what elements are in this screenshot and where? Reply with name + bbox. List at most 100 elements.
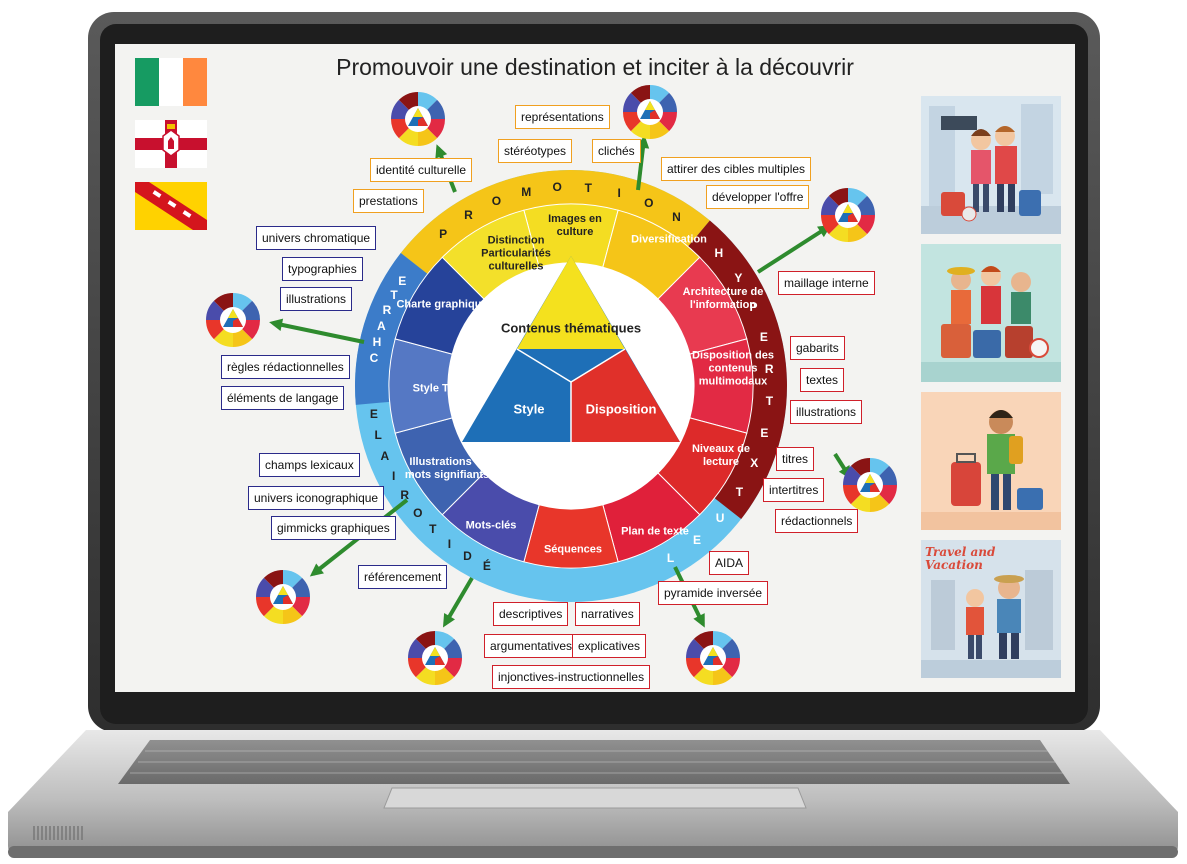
ring-letter-charte: T — [390, 288, 398, 303]
ring-letter-charte: H — [372, 334, 382, 349]
ring-letter-promotion: O — [644, 195, 654, 210]
ring-letter-charte: A — [376, 318, 386, 333]
ring-letter-promotion: T — [584, 180, 593, 195]
label-illustrations-right: illustrations — [790, 400, 863, 424]
photo-caption: Travel and Vacation — [925, 545, 996, 572]
ring-letter-promotion: I — [617, 185, 621, 200]
photo-traveler — [921, 392, 1061, 530]
label-typographies: typographies — [282, 257, 363, 281]
ring-letter-editoriale: I — [447, 536, 452, 551]
segment-label: Architecture de l'information — [682, 286, 764, 311]
label-gimmicks: gimmicks graphiques — [271, 516, 396, 540]
label-cliches: clichés — [592, 139, 641, 163]
ulster-flag-icon — [135, 120, 207, 168]
segment-label: Charte graphique — [396, 298, 488, 311]
segment-label: Disposition des contenus multimodaux — [692, 349, 774, 388]
connector-arrow — [272, 321, 365, 344]
label-descriptives: descriptives — [493, 602, 569, 626]
label-explicatives: explicatives — [572, 634, 647, 658]
ring-letter-hypertextuel: E — [759, 330, 768, 345]
outer-ring-charte — [355, 253, 428, 405]
triangle-disposition — [571, 349, 680, 442]
label-univers-chromatique: univers chromatique — [256, 226, 377, 250]
arrow-head — [309, 563, 324, 577]
ring-letter-editoriale: I — [392, 469, 396, 484]
segment-label: Séquences — [543, 543, 603, 556]
ring-letter-editoriale: A — [380, 449, 390, 464]
label-narratives: narratives — [575, 602, 640, 626]
label-attirer: attirer des cibles multiples — [661, 157, 812, 181]
triangle-right-label: Disposition — [585, 401, 657, 417]
page-title: Promouvoir une destination et inciter à … — [336, 54, 854, 80]
label-stereotypes: stéréotypes — [498, 139, 573, 163]
lorraine-flag-icon — [135, 182, 207, 230]
segment-label: Style Ton — [412, 382, 462, 395]
ring-letter-promotion: O — [552, 180, 562, 195]
wheel-diagram — [206, 85, 897, 685]
ring-letter-editoriale: O — [413, 506, 423, 521]
ring-letter-editoriale: D — [463, 548, 472, 563]
segment-label: Mots-clés — [465, 519, 517, 532]
mini-wheel-icon — [843, 458, 897, 512]
ring-letter-hypertextuel: X — [750, 456, 759, 471]
mini-wheel-icon — [206, 293, 260, 347]
ring-letter-hypertextuel: L — [666, 551, 675, 566]
ring-letter-charte: C — [369, 351, 379, 366]
outer-ring-hypertextuel — [687, 220, 788, 519]
ring-letter-promotion: N — [672, 210, 681, 225]
segment-label: Distinction Particularités culturelles — [481, 234, 551, 273]
ring-letter-hypertextuel: R — [764, 361, 774, 376]
label-representations: représentations — [515, 105, 610, 129]
ring-letter-hypertextuel: P — [749, 299, 758, 314]
arrow-head — [693, 613, 705, 628]
segment-label: Niveaux de lecture — [691, 443, 751, 468]
arrow-head — [269, 318, 284, 332]
ring-letter-charte: R — [382, 303, 392, 318]
ring-letter-promotion: R — [464, 208, 473, 223]
label-regles: règles rédactionnelles — [221, 355, 350, 379]
connector-arrow — [756, 225, 830, 274]
ring-letter-hypertextuel: T — [735, 484, 744, 499]
label-developper: développer l'offre — [706, 185, 810, 209]
outer-ring-promotion — [400, 170, 710, 274]
ring-letter-editoriale: T — [429, 522, 437, 537]
label-argumentatives: argumentatives — [484, 634, 579, 658]
photo-family-luggage — [921, 244, 1061, 382]
ring-letter-hypertextuel: Y — [734, 271, 743, 286]
label-maillage: maillage interne — [778, 271, 875, 295]
mini-wheel-icon — [256, 570, 310, 624]
ring-letter-hypertextuel: E — [692, 533, 701, 548]
triangle-left-label: Style — [513, 401, 545, 417]
arrow-head — [442, 613, 455, 628]
label-referencement: référencement — [358, 565, 448, 589]
label-pyramide: pyramide inversée — [658, 581, 769, 605]
segment-label: Plan de texte — [621, 525, 689, 538]
mini-wheel-icon — [686, 631, 740, 685]
photo-airport-couple — [921, 96, 1061, 234]
label-gabarits: gabarits — [790, 336, 845, 360]
label-textes: textes — [800, 368, 845, 392]
ring-letter-editoriale: L — [374, 428, 382, 443]
triangle-contenus — [517, 256, 625, 349]
ring-letter-editoriale: É — [482, 559, 491, 574]
label-illustrations-left: illustrations — [280, 287, 353, 311]
label-prestations: prestations — [353, 189, 424, 213]
ring-letter-editoriale: R — [400, 488, 410, 503]
ring-letter-promotion: P — [439, 226, 448, 241]
label-redactionnels: rédactionnels — [775, 509, 859, 533]
mini-wheel-icon — [821, 188, 875, 242]
label-univers-iconographique: univers iconographique — [248, 486, 385, 510]
segment-label: Illustrations et mots signifiants — [404, 456, 490, 481]
ring-letter-hypertextuel: E — [760, 425, 769, 440]
mini-wheel-icon — [391, 92, 445, 146]
screen: Promouvoir une destination et inciter à … — [115, 44, 1075, 692]
ring-letter-hypertextuel: T — [765, 394, 774, 409]
ring-letter-promotion: O — [491, 194, 502, 209]
label-injonctives: injonctives-instructionnelles — [492, 665, 651, 689]
label-champs-lexicaux: champs lexicaux — [259, 453, 360, 477]
label-elements-langage: éléments de langage — [221, 386, 345, 410]
label-aida: AIDA — [709, 551, 750, 575]
ring-letter-editoriale: E — [369, 406, 378, 421]
ring-letter-charte: E — [398, 273, 407, 288]
ring-letter-hypertextuel: H — [714, 245, 724, 260]
